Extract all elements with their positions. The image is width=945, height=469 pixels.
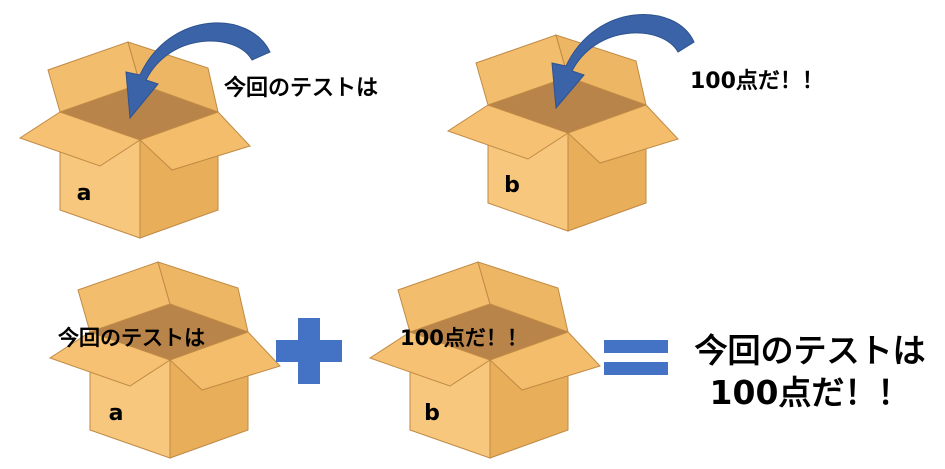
box-a-bottom: a [49, 261, 281, 459]
result-line-1: 今回のテストは [695, 331, 926, 370]
result-line-2: 100点だ！！ [710, 373, 911, 412]
box-b-top: b [447, 34, 679, 232]
curved-arrow-icon [125, 22, 271, 120]
equals-icon [604, 340, 668, 375]
box-b-label: b [424, 401, 440, 426]
box-a-top: a [19, 41, 251, 239]
box-a-content: 今回のテストは [58, 326, 205, 350]
box-b-content: 100点だ！！ [400, 326, 528, 350]
plus-icon [276, 318, 342, 384]
text-a-top: 今回のテストは [224, 75, 378, 101]
text-b-top: 100点だ！！ [690, 68, 824, 94]
curved-arrow-icon [551, 14, 695, 110]
box-a-label: a [109, 401, 124, 426]
box-b-bottom: b [369, 261, 601, 459]
box-a-label: a [77, 181, 92, 206]
box-b-label: b [504, 173, 520, 198]
